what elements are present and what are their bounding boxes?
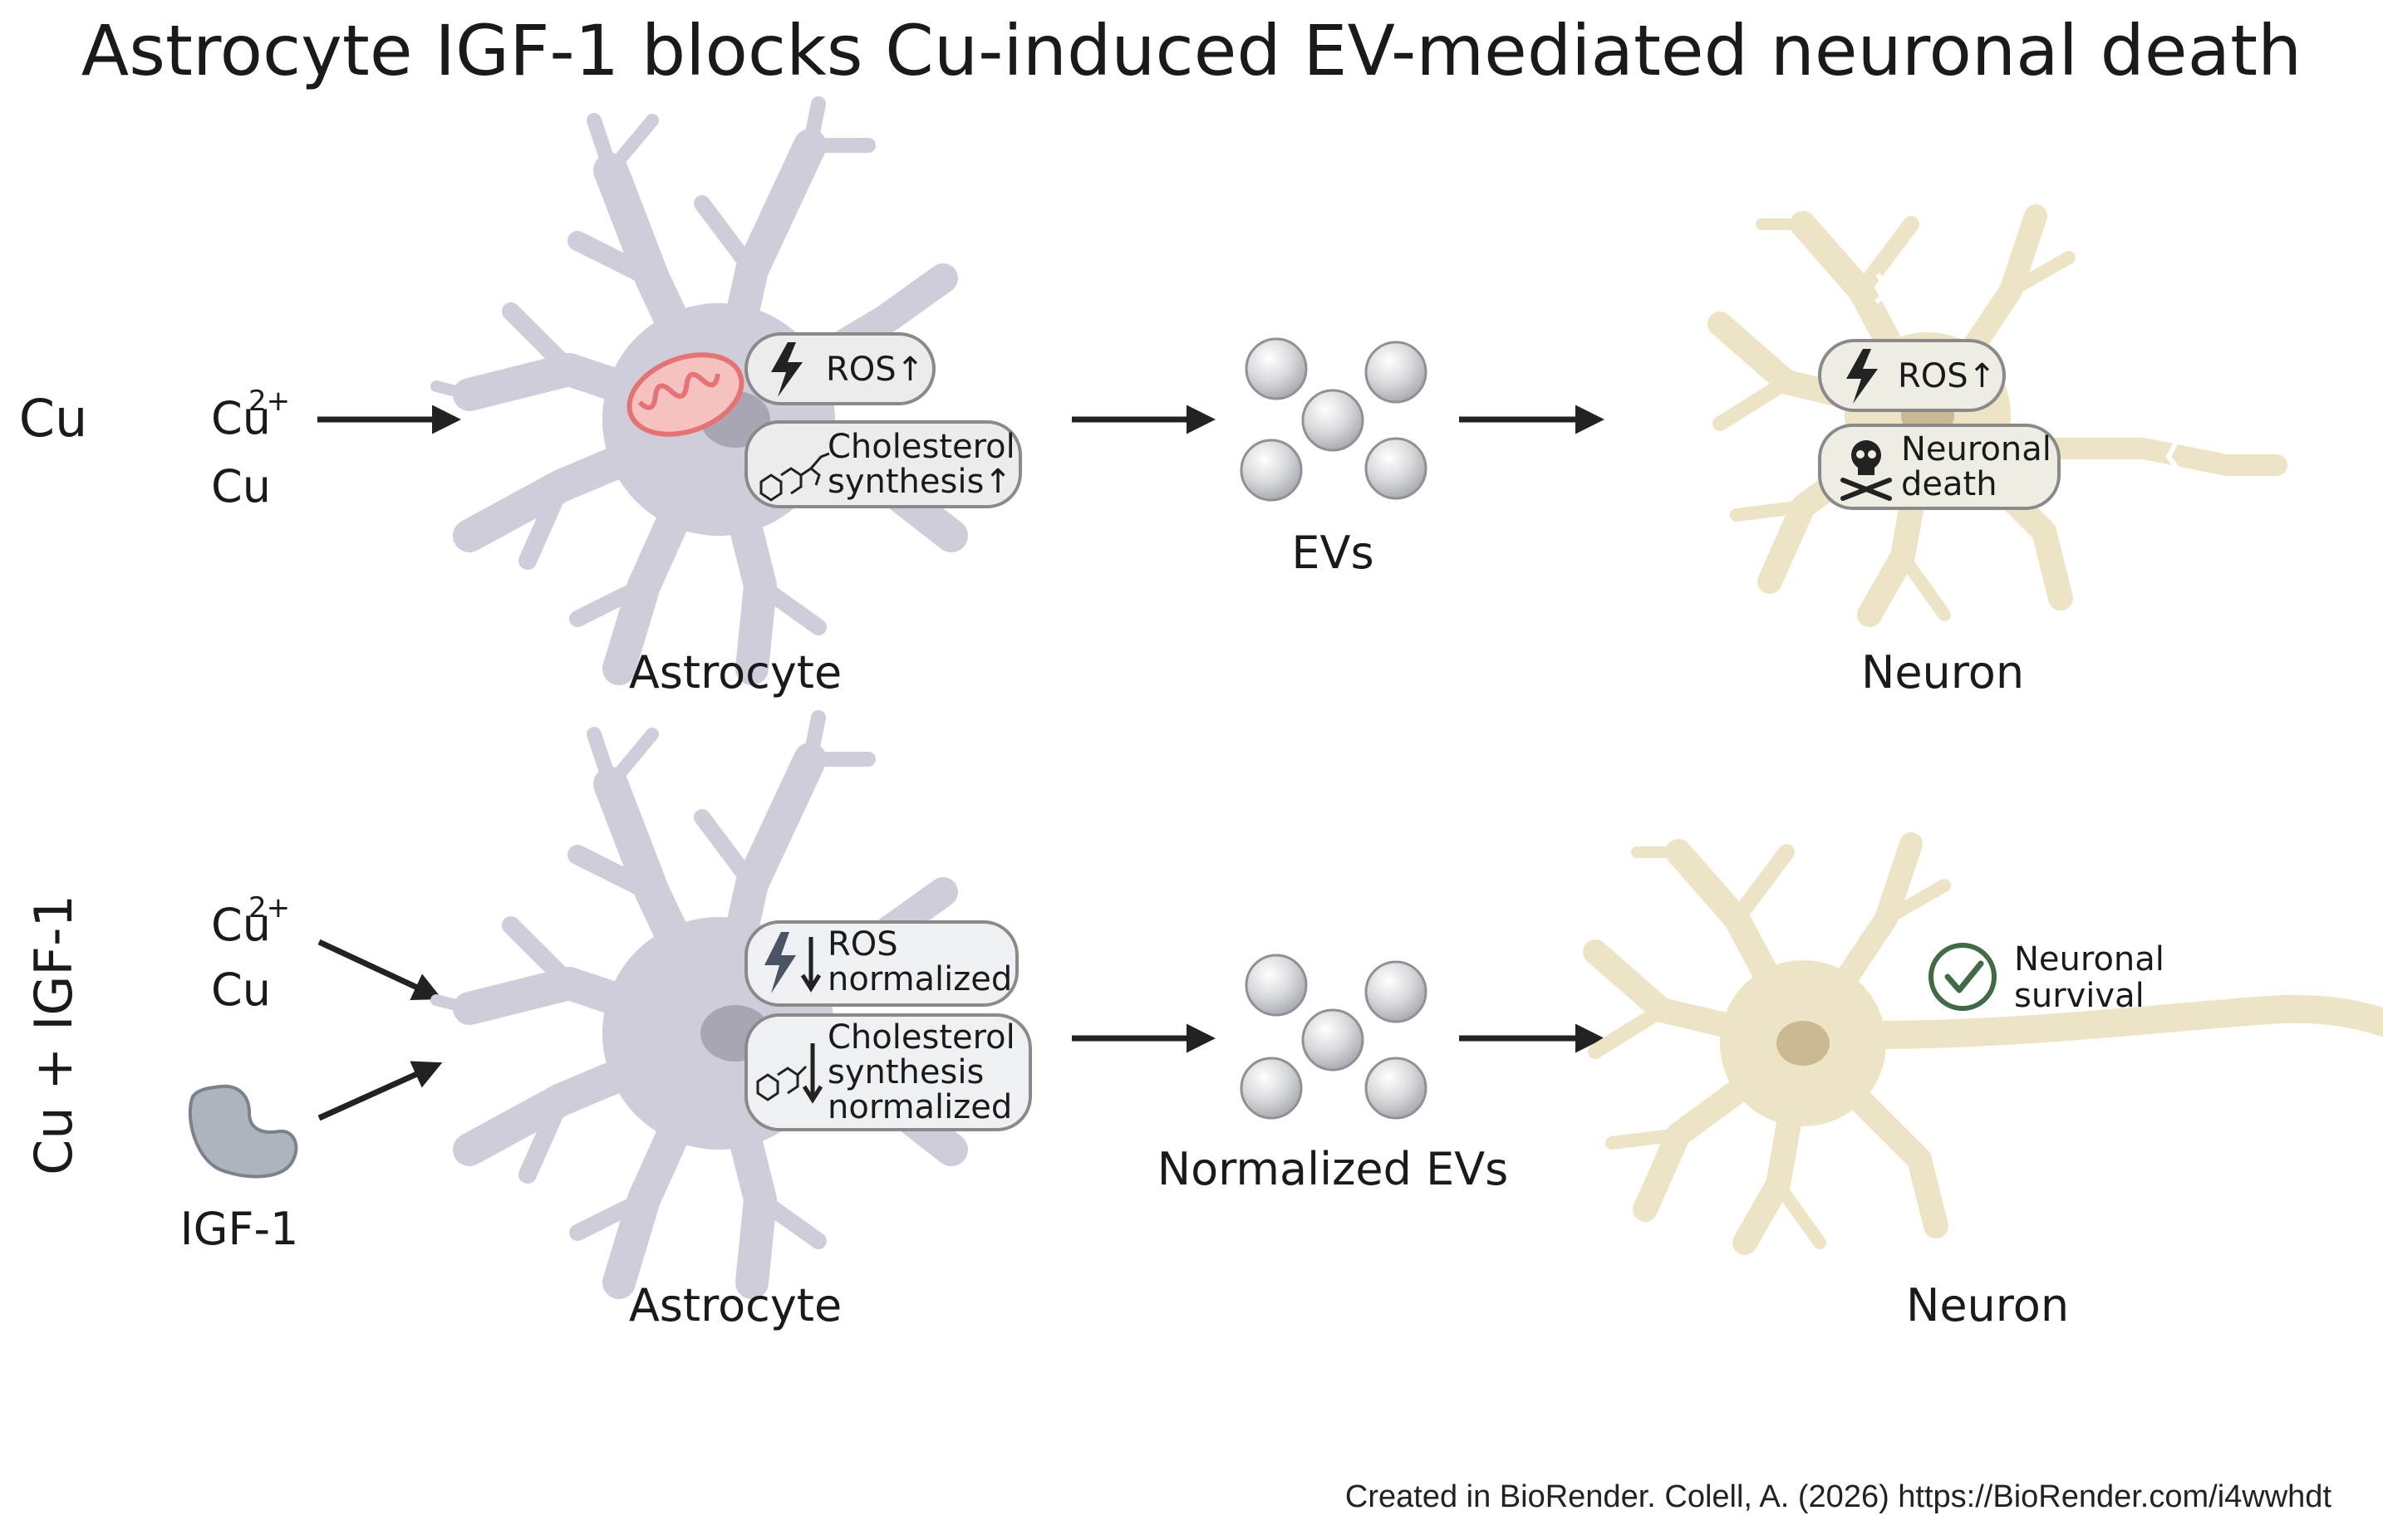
cholesterol-badge-astro-top: Cholesterol synthesis↑ — [744, 420, 1022, 508]
ev-vesicle — [1364, 341, 1427, 404]
svg-text:ROS: ROS — [828, 925, 898, 964]
ev-label-top: EVs — [1291, 527, 1373, 579]
ev-vesicle — [1364, 960, 1427, 1023]
svg-text:ROS↑: ROS↑ — [826, 351, 924, 389]
ev-vesicle — [1364, 437, 1427, 500]
svg-text:synthesis: synthesis — [828, 1053, 984, 1091]
svg-text:Neuronal: Neuronal — [1901, 430, 2051, 468]
row-label-top: Cu — [19, 388, 88, 449]
svg-text:synthesis↑: synthesis↑ — [828, 463, 1012, 501]
ev-vesicle — [1240, 1057, 1303, 1120]
svg-text:Neuronal: Neuronal — [2014, 940, 2164, 978]
svg-text:Cholesterol: Cholesterol — [828, 1018, 1015, 1057]
ros-badge-neuron-top: ROS↑ — [1818, 339, 2006, 412]
down-arrow-icon — [800, 937, 822, 993]
ev-vesicle — [1240, 439, 1303, 502]
arrow-icon — [317, 1061, 443, 1121]
cu-ion-label-bottom: Cu — [211, 899, 271, 951]
svg-text:Cholesterol: Cholesterol — [828, 428, 1015, 466]
igf1-label: IGF-1 — [180, 1203, 299, 1255]
ev-cluster-bottom — [1240, 954, 1427, 1120]
mitochondria-icon — [626, 352, 744, 437]
neuron-label-top: Neuron — [1861, 646, 2024, 699]
lightning-icon — [764, 932, 796, 993]
neuron-label-bottom: Neuron — [1906, 1279, 2069, 1332]
survival-indicator: Neuronal survival — [1929, 940, 2164, 1015]
svg-text:death: death — [1901, 465, 1997, 503]
ros-badge-astro-bottom: ROS normalized — [744, 920, 1019, 1007]
svg-text:ROS↑: ROS↑ — [1898, 357, 1996, 395]
down-arrow-icon — [802, 1043, 823, 1104]
check-icon — [1929, 943, 1997, 1011]
arrow-icon — [317, 939, 443, 1001]
cu-ion-charge-top: 2+ — [248, 385, 290, 418]
neuron-damaged-top — [1720, 216, 2287, 615]
cholesterol-badge-astro-bottom: Cholesterol synthesis normalized — [744, 1013, 1032, 1131]
biorender-credit: Created in BioRender. Colell, A. (2026) … — [1345, 1479, 2332, 1514]
ev-cluster-top — [1240, 337, 1427, 502]
svg-text:normalized: normalized — [828, 1088, 1012, 1126]
ev-label-bottom: Normalized EVs — [1157, 1143, 1509, 1195]
ev-vesicle — [1364, 1057, 1427, 1120]
cu-metal-label-top: Cu — [211, 460, 271, 513]
row-label-bottom: Cu + IGF-1 — [23, 895, 84, 1175]
svg-text:survival: survival — [2014, 977, 2145, 1015]
cholesterol-icon — [756, 1065, 808, 1101]
ev-vesicle — [1245, 954, 1308, 1017]
igf1-protein-icon — [188, 1084, 298, 1179]
cu-ion-label-top: Cu — [211, 392, 271, 444]
cu-ion-charge-bottom: 2+ — [248, 891, 290, 924]
svg-text:normalized: normalized — [828, 960, 1012, 998]
neuron-healthy-bottom — [1595, 844, 2383, 1243]
astrocyte-top — [436, 104, 951, 669]
astrocyte-label-bottom: Astrocyte — [629, 1279, 842, 1332]
ev-vesicle — [1301, 1008, 1364, 1072]
ev-vesicle — [1245, 337, 1308, 400]
cholesterol-icon — [759, 452, 830, 502]
cu-metal-label-bottom: Cu — [211, 964, 271, 1016]
lightning-icon — [771, 342, 803, 397]
lightning-icon — [1846, 349, 1878, 404]
death-badge-neuron-top: Neuronal death — [1818, 424, 2061, 510]
skull-icon — [1840, 440, 1892, 501]
ros-badge-astro-top: ROS↑ — [744, 332, 936, 405]
ev-vesicle — [1301, 389, 1364, 452]
astrocyte-label-top: Astrocyte — [629, 646, 842, 699]
diagram-title: Astrocyte IGF-1 blocks Cu-induced EV-med… — [81, 10, 2302, 91]
